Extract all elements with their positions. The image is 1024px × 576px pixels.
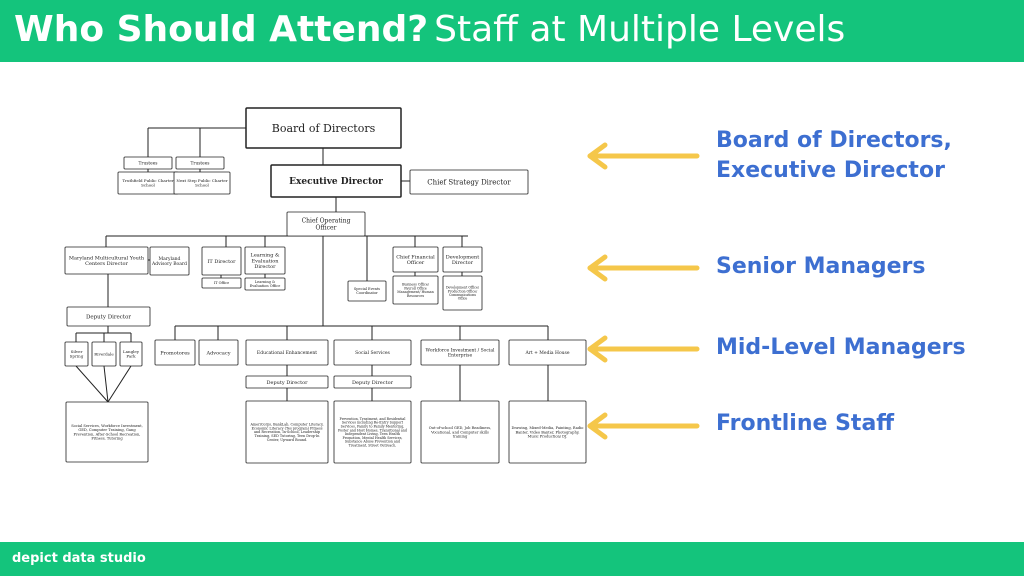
org-node-label: Educational Enhancement	[257, 350, 317, 356]
label-mid-level-managers: Mid-Level Managers	[716, 333, 966, 363]
label-senior-managers: Senior Managers	[716, 252, 925, 282]
org-node-mmyc	[64, 246, 149, 275]
title-light: Staff at Multiple Levels	[434, 9, 846, 50]
org-node-label: Promotores	[160, 350, 190, 356]
org-node-trustees2	[175, 156, 225, 170]
org-node-label: Board of Directors	[272, 122, 376, 135]
connector-line	[107, 365, 132, 403]
org-node-nextstep	[173, 171, 231, 195]
org-node-label: Out-of-school GED, Job Readiness,Vocatio…	[429, 426, 492, 438]
org-node-dd3	[333, 375, 412, 389]
org-node-itd	[201, 246, 242, 276]
org-node-csd	[409, 169, 529, 195]
org-node-label: Riverdale	[94, 351, 114, 356]
footer-bar: depict data studio	[0, 542, 1024, 576]
org-node-label: Executive Director	[289, 177, 383, 187]
org-node-eduprog	[245, 400, 329, 464]
org-node-bus	[392, 275, 439, 305]
org-node-art	[508, 339, 587, 366]
title-bar: Who Should Attend?Staff at Multiple Leve…	[0, 0, 1024, 62]
org-node-label: Social Services, Workforce Investment,GE…	[71, 424, 143, 440]
left-arrow-icon	[587, 412, 700, 440]
org-node-sec	[347, 280, 387, 302]
org-node-ss	[65, 401, 149, 463]
org-node-label: IT Director	[207, 259, 236, 265]
org-node-socs	[333, 339, 412, 366]
org-node-label: Trustees	[139, 162, 158, 167]
org-node-label: Learning &Evaluation Office	[250, 280, 281, 288]
org-node-dd2	[245, 375, 329, 389]
org-node-label: Deputy Director	[352, 380, 394, 386]
org-node-label: Art + Media House	[524, 350, 569, 356]
org-node-wfprog	[420, 400, 500, 464]
org-node-dd1	[66, 306, 151, 327]
org-node-label: IT Office	[214, 281, 229, 285]
left-arrow-icon	[587, 254, 700, 282]
label-line: Frontline Staff	[716, 411, 895, 436]
org-node-board	[245, 107, 402, 149]
label-board-executive: Board of Directors, Executive Director	[716, 126, 952, 186]
org-node-leo	[244, 277, 286, 291]
org-node-trustees1	[123, 156, 173, 170]
org-node-label: Social Services	[355, 350, 390, 356]
org-node-label: Development Office/Production Office/Com…	[446, 286, 480, 301]
org-node-label: Advocacy	[205, 350, 230, 356]
brand-name: depict data studio	[12, 551, 146, 566]
org-node-socprog	[333, 400, 412, 464]
org-node-led	[244, 246, 286, 275]
org-node-cfo	[392, 246, 439, 273]
connector-line	[103, 365, 109, 403]
org-node-ed	[270, 164, 402, 198]
label-frontline-staff: Frontline Staff	[716, 409, 894, 439]
org-node-label: Deputy Director	[86, 314, 131, 320]
org-node-label: Chief Strategy Director	[427, 178, 511, 186]
connector-line	[75, 365, 109, 403]
org-node-langley	[119, 341, 143, 367]
org-node-devo	[442, 275, 483, 311]
org-node-riverdale	[91, 341, 117, 367]
org-node-adv	[198, 339, 239, 366]
org-node-mab	[149, 246, 190, 276]
org-node-silver	[64, 341, 89, 367]
org-node-label: AmeriCorps, BankLab, Computer Literacy,E…	[249, 422, 323, 442]
label-line: Executive Director	[716, 158, 945, 183]
org-node-coo	[286, 211, 366, 237]
org-node-ito	[201, 277, 242, 289]
title-bold: Who Should Attend?	[14, 9, 429, 50]
org-node-devd	[442, 246, 483, 273]
label-line: Mid-Level Managers	[716, 335, 966, 360]
org-node-artprog	[508, 400, 587, 464]
org-node-edu	[245, 339, 329, 366]
label-line: Board of Directors,	[716, 128, 952, 153]
page-title: Who Should Attend?Staff at Multiple Leve…	[14, 8, 845, 52]
left-arrow-icon	[587, 142, 700, 170]
label-line: Senior Managers	[716, 254, 926, 279]
org-node-label: Deputy Director	[267, 380, 309, 386]
org-node-label: Trustees	[191, 162, 210, 167]
left-arrow-icon	[587, 335, 700, 363]
org-node-promo	[154, 339, 196, 366]
org-node-wf	[420, 339, 500, 366]
